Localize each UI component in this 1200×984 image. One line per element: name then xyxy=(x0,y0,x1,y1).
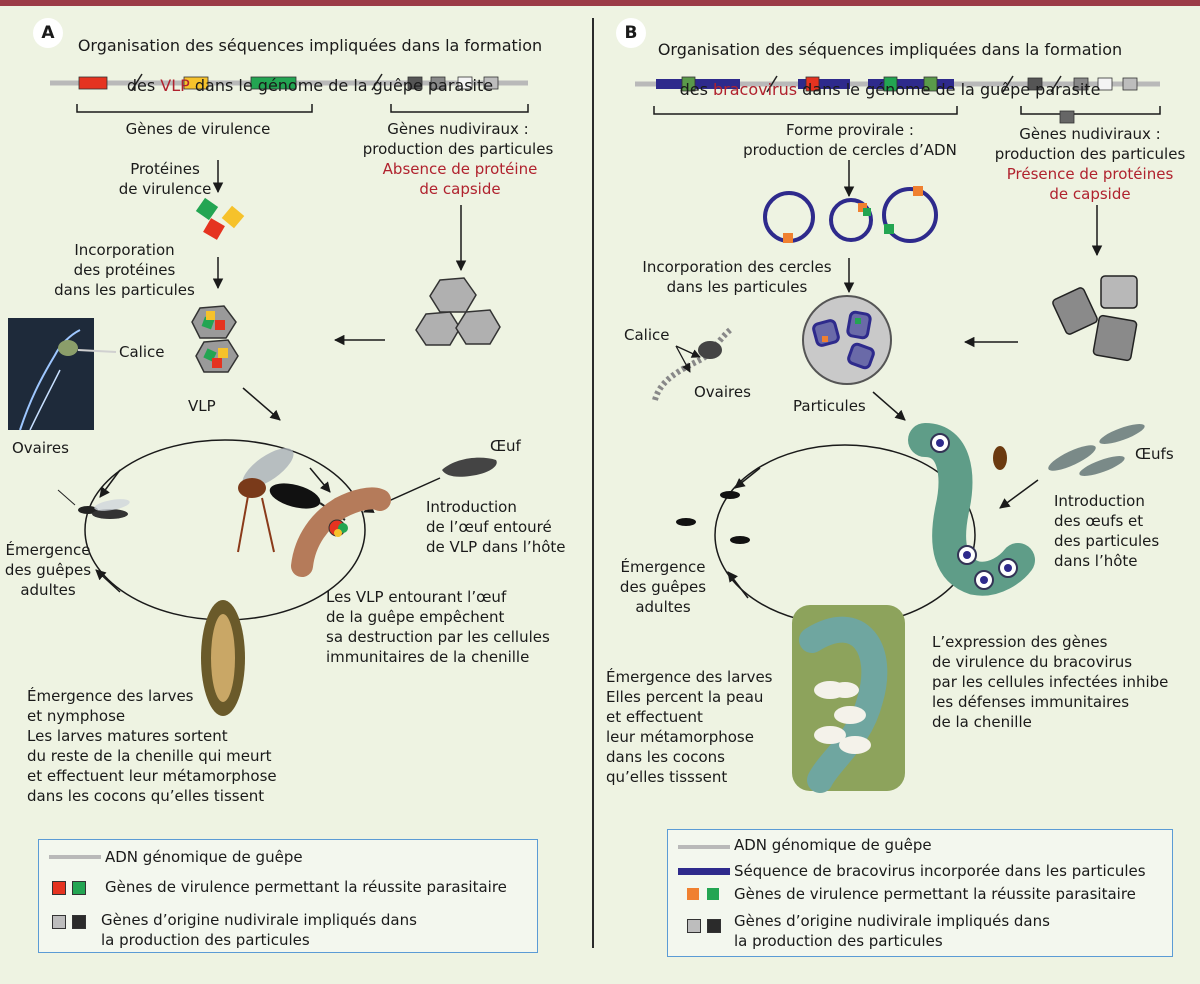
legend-virulence-label-a: Gènes de virulence permettant la réussit… xyxy=(105,878,507,896)
bracket-proviral-b xyxy=(653,106,958,115)
calice-label-b: Calice xyxy=(624,326,670,344)
caterpillar-host-a xyxy=(291,487,391,577)
adult-wasp-a xyxy=(57,489,130,519)
panel-divider xyxy=(592,18,594,948)
panel-a-badge: A xyxy=(33,18,63,48)
panel-b-title-bracovirus: bracovirus xyxy=(713,80,798,99)
panel-a-title-pre: des xyxy=(126,76,161,95)
legend-dna-label-a: ADN génomique de guêpe xyxy=(105,848,303,866)
calice-pointer-a xyxy=(77,349,117,353)
nudiviral-genes-label-b: Gènes nudiviraux : production des partic… xyxy=(994,125,1186,163)
incorporation-label-b: Incorporation des cercles dans les parti… xyxy=(642,258,832,296)
vlp-particles-icon xyxy=(191,305,239,373)
no-capsid-label: Absence de protéine de capside xyxy=(382,160,538,198)
legend-virulence-swatch-b1 xyxy=(687,888,699,900)
panel-a-title-post: dans le génome de la guêpe parasite xyxy=(189,76,494,95)
legend-nudiviral-swatch-b1 xyxy=(687,919,701,933)
legend-dna-swatch-a xyxy=(49,855,101,859)
introduction-label-a: Introduction de l’œuf entouré de VLP dan… xyxy=(426,498,566,556)
panel-b-title-pre: des xyxy=(679,80,713,99)
virulence-proteins-icon xyxy=(195,197,245,240)
empty-particles-icon xyxy=(415,277,501,346)
arrow-particles-to-host xyxy=(872,391,906,421)
panel-a-title-line1: Organisation des séquences impliquées da… xyxy=(77,36,543,55)
legend-virulence-swatch-a2 xyxy=(72,881,86,895)
legend-nudiviral-label-b: Gènes d’origine nudivirale impliqués dan… xyxy=(734,912,1050,950)
panel-b-title: Organisation des séquences impliquées da… xyxy=(650,20,1130,100)
cycle-arrow-a3 xyxy=(309,467,331,493)
legend-nudiviral-swatch-a1 xyxy=(52,915,66,929)
capsid-gene-marker xyxy=(1059,110,1075,124)
emergence-adults-label-b: Émergence des guêpes adultes xyxy=(619,558,707,616)
arrow-vlp xyxy=(242,387,281,421)
eggs-icon-b xyxy=(1048,424,1145,476)
ovary-photo-a xyxy=(8,318,94,431)
calice-pointer-b1 xyxy=(675,345,701,358)
calice-pointer-b2 xyxy=(675,345,691,373)
cycle-arrow-a1 xyxy=(99,469,121,498)
introduction-label-b: Introduction des œufs et des particules … xyxy=(1054,492,1160,570)
panel-b-badge: B xyxy=(616,18,646,48)
genome-line-b xyxy=(635,75,1160,93)
dna-circles-icon xyxy=(763,186,938,243)
larvae-label-b: Émergence des larves Elles percent la pe… xyxy=(606,668,773,786)
legend-virulence-label-b: Gènes de virulence permettant la réussit… xyxy=(734,885,1136,903)
bracket-nudiviral-a xyxy=(390,104,529,113)
emergence-adults-label-a: Émergence des guêpes adultes xyxy=(4,541,92,599)
legend-virulence-swatch-a1 xyxy=(52,881,66,895)
legend-bracovirus-label: Séquence de bracovirus incorporée dans l… xyxy=(734,862,1146,880)
legend-b: ADN génomique de guêpe Séquence de braco… xyxy=(667,829,1173,957)
oeufs-label: Œufs xyxy=(1135,445,1174,463)
bracovirus-particles-icon xyxy=(802,295,892,385)
bracket-virulence-a xyxy=(76,104,313,113)
virulence-genes-label: Gènes de virulence xyxy=(125,120,271,138)
proviral-label: Forme provirale : production de cercles … xyxy=(743,121,957,159)
panel-b-title-post: dans le génome de la guêpe parasite xyxy=(797,80,1101,99)
particules-label: Particules xyxy=(793,397,866,415)
adult-wasps-b xyxy=(676,491,750,544)
legend-nudiviral-swatch-a2 xyxy=(72,915,86,929)
ovaires-label-a: Ovaires xyxy=(12,439,69,457)
ovary-photo-b xyxy=(652,327,732,401)
top-accent-bar xyxy=(0,0,1200,6)
panel-a-title-vlp: VLP xyxy=(160,76,190,95)
egg-icon-a xyxy=(442,457,497,477)
panel-b-title-line1: Organisation des séquences impliquées da… xyxy=(657,40,1123,59)
oeuf-label: Œuf xyxy=(490,437,521,455)
cycle-arrow-b2 xyxy=(727,571,749,599)
capsid-present-label: Présence de protéines de capside xyxy=(1006,165,1174,203)
wasp-ovipositing-icon xyxy=(237,448,346,553)
legend-a: ADN génomique de guêpe Gènes de virulenc… xyxy=(38,839,538,953)
nudiviral-genes-label-a: Gènes nudiviraux : production des partic… xyxy=(362,120,554,158)
cocoon-photo-a xyxy=(201,600,245,716)
vlp-label: VLP xyxy=(188,397,216,415)
vlp-protect-label: Les VLP entourant l’œuf de la guêpe empê… xyxy=(326,588,550,666)
legend-nudiviral-swatch-b2 xyxy=(707,919,721,933)
legend-bracovirus-swatch xyxy=(678,868,730,875)
genome-line-a xyxy=(50,73,528,91)
legend-dna-swatch-b xyxy=(678,845,730,849)
calice-label-a: Calice xyxy=(119,343,165,361)
capsid-proteins-icon xyxy=(1052,275,1138,362)
caterpillar-host-b xyxy=(908,423,1035,596)
cycle-arrow-a2 xyxy=(95,569,121,593)
legend-nudiviral-label-a: Gènes d’origine nudivirale impliqués dan… xyxy=(101,911,417,949)
virulence-proteins-label: Protéines de virulence xyxy=(118,160,212,198)
arrow-eggs-b xyxy=(999,479,1039,509)
ovaires-label-b: Ovaires xyxy=(694,383,751,401)
legend-virulence-swatch-b2 xyxy=(707,888,719,900)
cycle-arrow-b1 xyxy=(734,467,761,489)
expression-label: L’expression des gènes de virulence du b… xyxy=(932,633,1169,731)
larvae-label-a: Émergence des larves et nymphose Les lar… xyxy=(27,687,277,805)
bracket-nudiviral-b xyxy=(1020,106,1161,115)
cocoons-photo-b xyxy=(792,605,905,793)
legend-dna-label-b: ADN génomique de guêpe xyxy=(734,836,932,854)
incorporation-label-a: Incorporation des protéines dans les par… xyxy=(54,241,195,299)
panel-a-title: Organisation des séquences impliquées da… xyxy=(70,16,550,96)
